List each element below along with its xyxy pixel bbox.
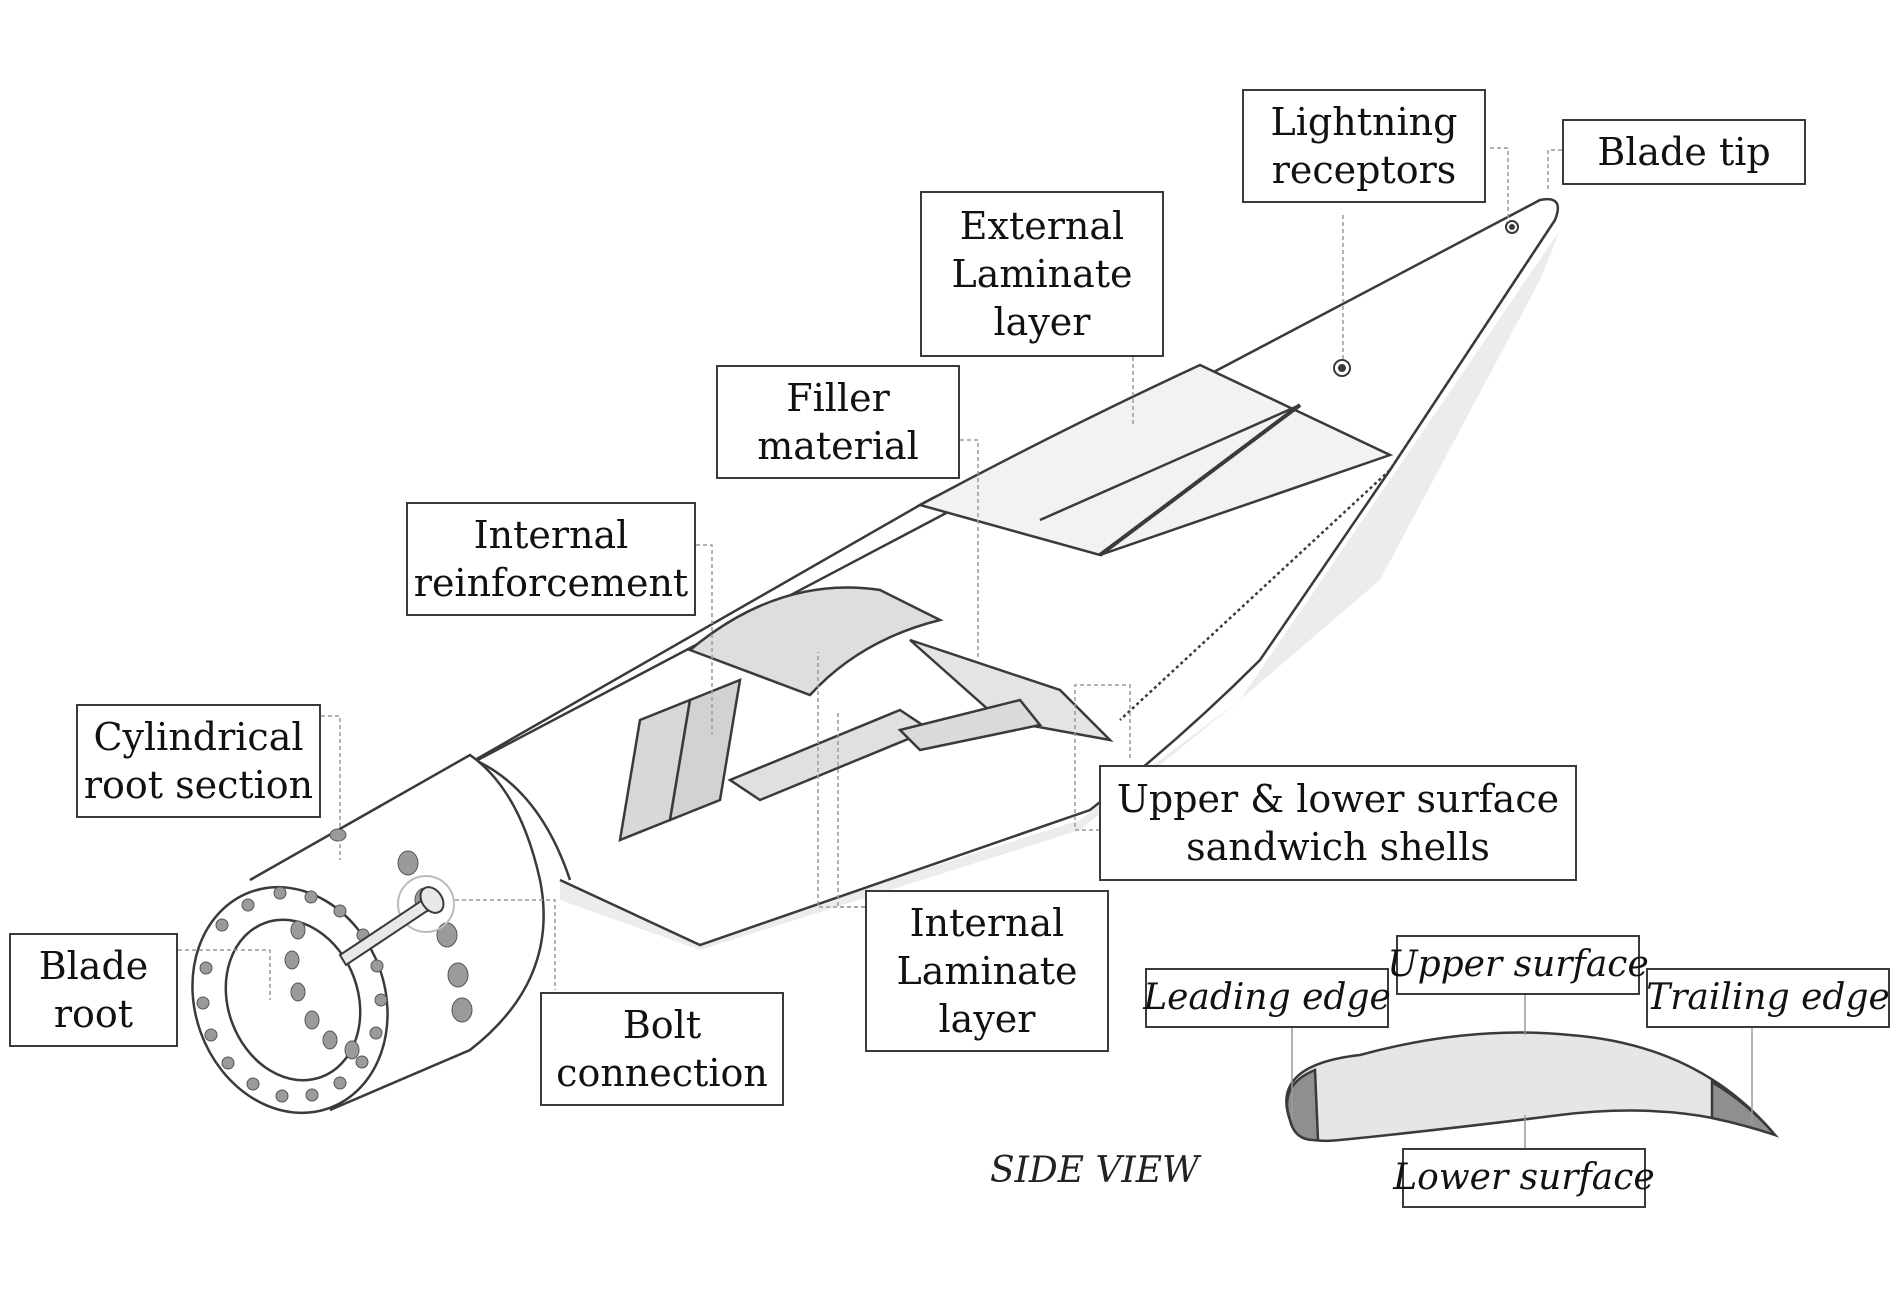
label-line: reinforcement (413, 561, 689, 605)
label-blade-tip: Blade tip (1562, 119, 1806, 185)
label-line: Bolt (622, 1003, 702, 1047)
lower-flange (897, 698, 1043, 752)
label-lower-surface: Lower surface (1393, 1148, 1655, 1208)
label-line: Internal (909, 901, 1065, 945)
label-line: Trailing edge (1646, 977, 1890, 1018)
label-line: Laminate (896, 949, 1078, 993)
label-line: root (53, 992, 134, 1036)
trailing-edge-fill (1710, 1079, 1779, 1138)
label-internal-laminate: Internal Laminate layer (865, 890, 1109, 1052)
label-line: Leading edge (1143, 977, 1391, 1018)
side-view-title: SIDE VIEW (990, 1150, 1199, 1191)
label-cylindrical-root: Cylindrical root section (76, 704, 321, 818)
label-line: material (757, 424, 919, 468)
label-line: receptors (1271, 148, 1457, 192)
label-filler-material: Filler material (716, 365, 960, 479)
leading-edge-fill (1285, 1068, 1320, 1142)
label-line: layer (993, 300, 1091, 344)
label-external-laminate: External Laminate layer (920, 191, 1164, 357)
external-laminate-strip (916, 363, 1394, 557)
root-bolt-holes (196, 828, 473, 1103)
label-leading-edge: Leading edge (1143, 968, 1391, 1028)
label-line: Internal (473, 513, 629, 557)
label-line: Lightning (1270, 100, 1458, 144)
label-line: Upper surface (1387, 944, 1649, 985)
airfoil-section (1285, 1031, 1779, 1142)
label-line: Laminate (951, 252, 1133, 296)
label-line: connection (556, 1051, 768, 1095)
label-blade-root: Blade root (9, 933, 178, 1047)
label-line: Lower surface (1393, 1157, 1655, 1198)
label-line: Upper & lower surface (1116, 777, 1560, 821)
upper-spar-cap (687, 586, 944, 697)
label-line: Blade tip (1597, 130, 1771, 174)
label-line: root section (83, 763, 314, 807)
side-view-leaders (1291, 995, 1753, 1148)
filler-wedge (909, 638, 1114, 742)
label-internal-reinforcement: Internal reinforcement (406, 502, 696, 616)
label-line: layer (938, 997, 1036, 1041)
label-trailing-edge: Trailing edge (1646, 968, 1890, 1028)
blade-underside (560, 230, 1560, 950)
bolt-icon (338, 875, 455, 967)
blade-body (191, 197, 1560, 1115)
label-lightning-receptors: Lightning receptors (1242, 89, 1486, 203)
external-laminate-ridge (1039, 403, 1301, 522)
label-upper-surface: Upper surface (1387, 935, 1649, 995)
label-line: External (959, 204, 1125, 248)
label-line: Filler (786, 376, 890, 420)
label-line: Blade (38, 944, 149, 988)
external-laminate-edge (1098, 403, 1302, 557)
label-sandwich-shells: Upper & lower surface sandwich shells (1099, 765, 1577, 881)
leader-lines (178, 147, 1562, 1000)
shell-cut-edge (474, 758, 572, 881)
side-view-airfoil (1285, 1031, 1779, 1142)
label-bolt-connection: Bolt connection (540, 992, 784, 1106)
label-line: sandwich shells (1186, 825, 1490, 869)
lightning-receptor-icons (1333, 220, 1519, 377)
label-line: Cylindrical (93, 715, 304, 759)
shear-web-2 (668, 678, 742, 822)
